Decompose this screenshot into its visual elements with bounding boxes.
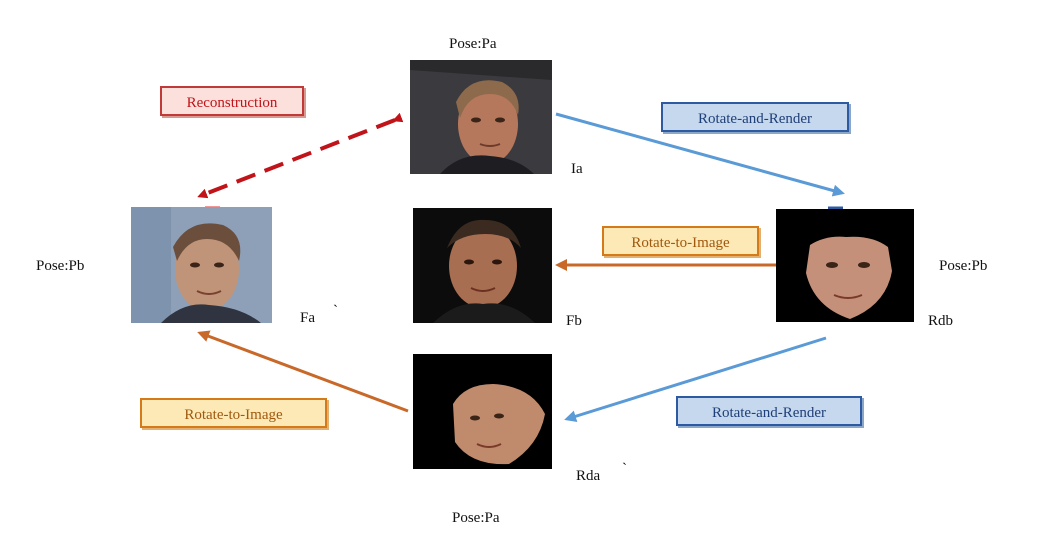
rotate-render-tag-top: Rotate-and-Render — [661, 102, 849, 132]
pose-label-right: Pose:Pb — [939, 258, 988, 274]
pose-label-top: Pose:Pa — [449, 36, 497, 52]
face-rda-render — [413, 354, 552, 469]
label-rda-mark: ` — [622, 461, 627, 477]
reconstruction-tag: Reconstruction — [160, 86, 304, 116]
face-rdb-render — [776, 209, 914, 322]
label-ia: Ia — [571, 161, 583, 177]
face-fb-photo — [413, 208, 552, 323]
rotate-to-image-tag-mid: Rotate-to-Image — [602, 226, 759, 256]
rotate-to-image-tag-left: Rotate-to-Image — [140, 398, 327, 428]
label-fa-mark: ` — [333, 303, 338, 319]
pose-label-left: Pose:Pb — [36, 258, 85, 274]
rotate-render-tag-bottom: Rotate-and-Render — [676, 396, 862, 426]
label-fa: Fa — [300, 310, 315, 326]
label-rdb: Rdb — [928, 313, 954, 329]
label-rda: Rda — [576, 468, 601, 484]
pose-label-bottom: Pose:Pa — [452, 510, 500, 526]
reconstruction-arrow — [197, 112, 404, 199]
label-fb: Fb — [566, 313, 582, 329]
rotate-render-arrow-top — [555, 112, 845, 197]
rotate-to-image-arrow-left — [197, 330, 409, 413]
face-fa-photo — [131, 207, 272, 323]
rotate-render-arrow-bottom — [564, 336, 827, 423]
face-ia-photo — [410, 60, 552, 174]
